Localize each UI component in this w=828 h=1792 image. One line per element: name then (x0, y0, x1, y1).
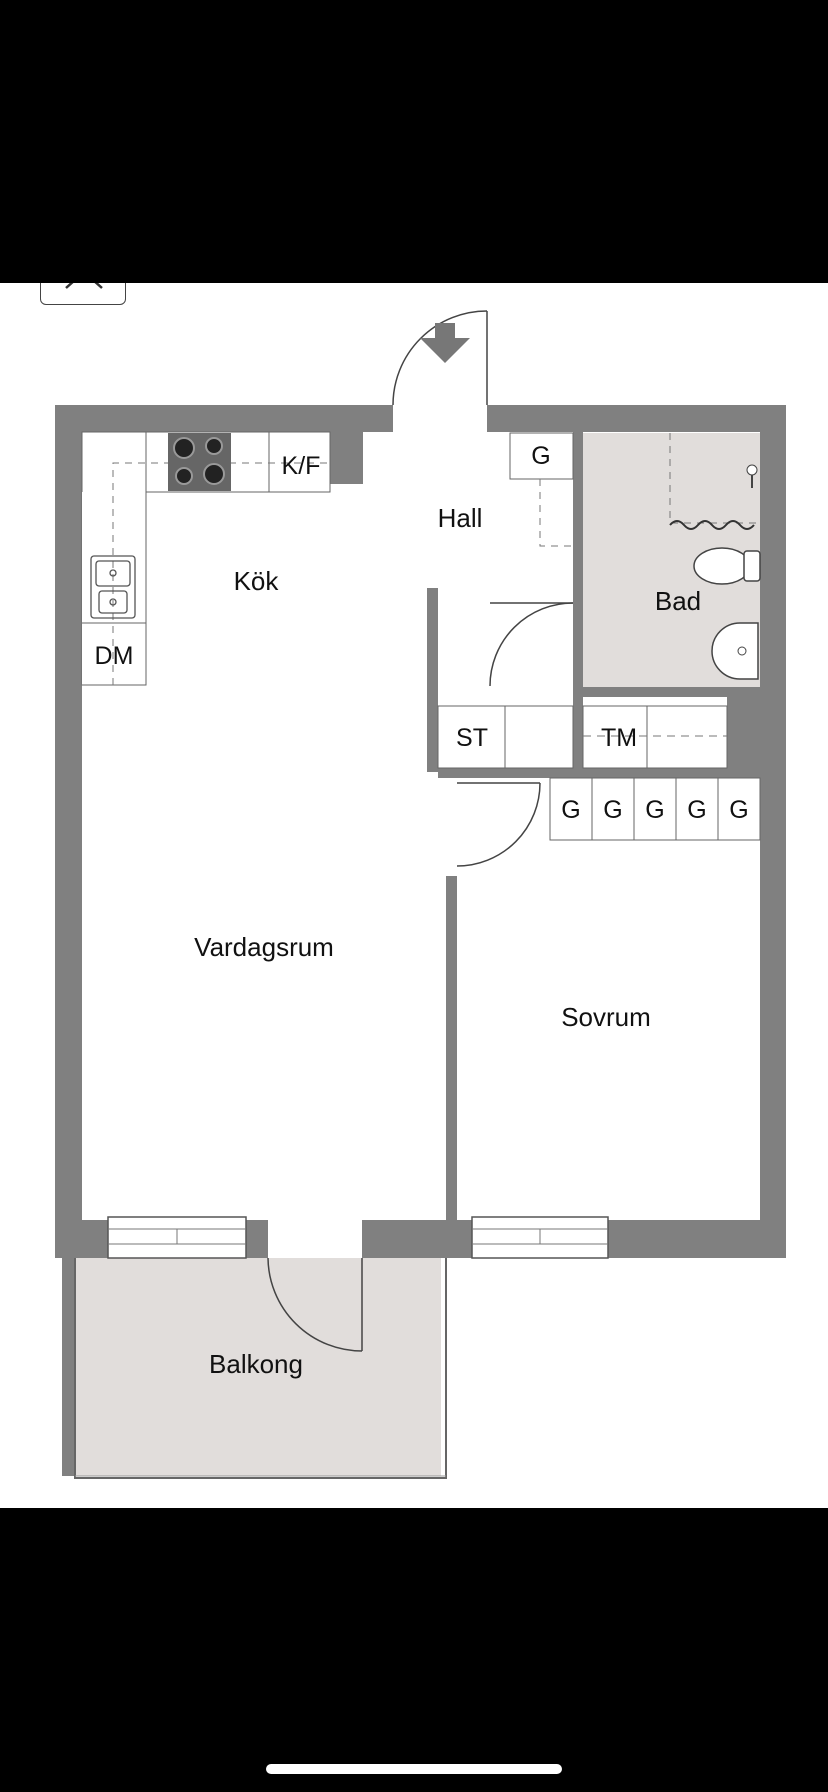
fixture-label-g: G (645, 796, 664, 824)
fixture-label-g: G (687, 796, 706, 824)
walls (55, 405, 786, 1476)
toilet-icon (693, 547, 761, 585)
fixture-label-tm: TM (601, 724, 637, 752)
room-label-vardagsrum: Vardagsrum (194, 932, 334, 962)
floor-plan: Kök Hall Bad Vardagsrum Sovrum Balkong K… (55, 310, 786, 1479)
status-bar-area (0, 0, 828, 283)
home-indicator[interactable] (266, 1764, 562, 1774)
balcony-floor (75, 1258, 441, 1476)
room-label-sovrum: Sovrum (561, 1002, 651, 1032)
sink (90, 555, 136, 619)
room-label-balkong: Balkong (209, 1349, 303, 1379)
fixture-label-g: G (561, 796, 580, 824)
shower-icon (746, 464, 758, 488)
arrow-down-icon (420, 323, 470, 363)
image-viewer: Kök Hall Bad Vardagsrum Sovrum Balkong K… (0, 283, 828, 1508)
room-label-bad: Bad (655, 586, 701, 616)
fixture-label-g-hall: G (531, 442, 550, 470)
fixture-label-g: G (729, 796, 748, 824)
washbasin-icon (711, 622, 759, 680)
stove (168, 433, 231, 491)
windows (107, 1216, 609, 1259)
fixture-label-dm: DM (95, 642, 134, 670)
close-button[interactable] (40, 283, 126, 305)
room-label-kok: Kök (234, 566, 280, 596)
bottom-bar-area (0, 1508, 828, 1792)
fixture-label-g: G (603, 796, 622, 824)
fixture-label-st: ST (456, 724, 488, 752)
fixture-label-kf: K/F (282, 452, 321, 480)
room-label-hall: Hall (438, 503, 483, 533)
